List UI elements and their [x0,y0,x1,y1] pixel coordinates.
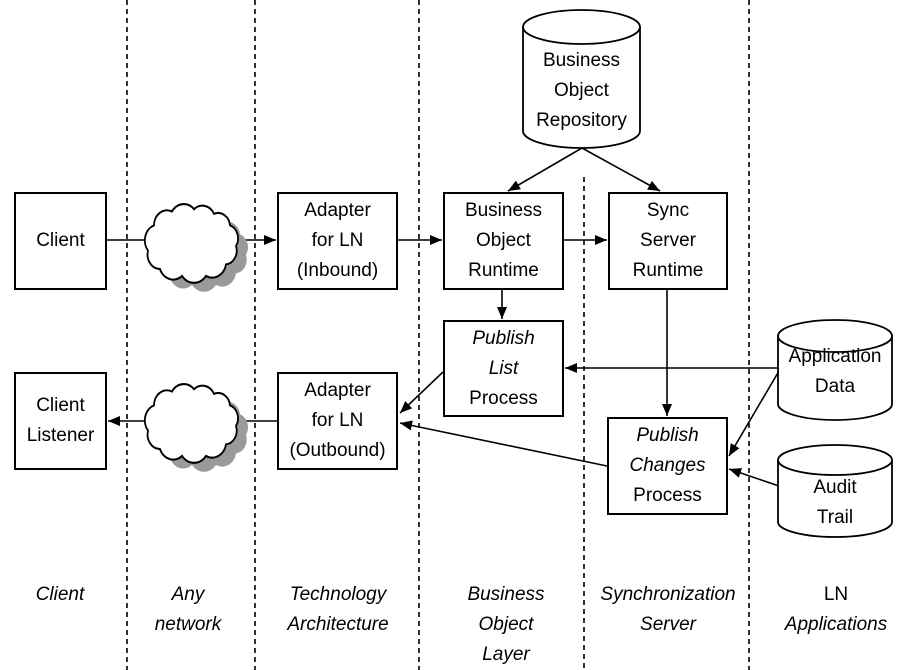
network-cloud-icon [143,383,240,464]
label-line: Changes [629,455,706,476]
label-line: Sync [646,200,690,221]
adapter-outbound-box: Adapter for LN (Outbound) [277,372,398,470]
label-line: Adapter [304,380,371,401]
arrow-publish-list-to-adapter-outbound [399,371,444,414]
arrow-repository-to-bo-runtime [507,147,583,192]
client-box: Client [14,192,107,290]
label-line: Listener [26,425,95,446]
cylinder-body [522,27,641,149]
cylinder-top [777,319,893,353]
network-cloud-icon [143,203,240,284]
label-line: Object [478,614,534,635]
label-line: List [488,357,519,379]
label-line: Business [467,584,545,605]
arrow-audit-trail-to-publish-changes [728,468,780,487]
cylinder-top [777,444,893,476]
label-line: Process [633,485,702,506]
label-line: Client [36,395,85,416]
application-data-label: Application Data [778,341,892,403]
audit-trail-label: Audit Trail [778,472,892,534]
lane-label-business-object-layer: Business Object Layer [426,580,586,670]
label-line: Server [640,614,696,635]
label-line: Application [788,346,882,367]
label-line: network [154,614,222,635]
label-line: Business [542,50,621,71]
arrow-publish-changes-to-adapter-outbound [399,420,608,467]
cylinder-body [777,336,893,421]
business-object-repository-label: Business Object Repository [523,45,640,137]
label-line: Trail [816,507,854,528]
label-line: Adapter [304,200,371,221]
label-line: Repository [536,110,627,131]
label-line: Any [171,584,205,605]
label-line: for LN [311,230,364,251]
label-line: Publish [472,327,535,349]
label-line: LN [823,584,849,605]
label-line: (Outbound) [289,440,386,461]
label-line: Synchronization [600,584,736,605]
label-line: Audit [813,477,857,498]
lane-label-technology-architecture: Technology Architecture [248,580,428,640]
label-line: Architecture [287,614,389,635]
arrow-application-data-to-publish-changes [728,370,780,457]
lane-label-synchronization-server: Synchronization Server [574,580,762,640]
cylinder-application-data [777,319,893,421]
label-line: Layer [482,644,530,665]
label-line: Applications [784,614,888,635]
sync-server-runtime-box: Sync Server Runtime [608,192,728,290]
publish-list-process-box: Publish List Process [443,320,564,417]
arrow-repository-to-sync-runtime [581,147,661,192]
label-line: Client [35,584,85,605]
label-line: Runtime [468,260,539,281]
label-line: Runtime [632,260,704,281]
client-listener-box: Client Listener [14,372,107,470]
lane-label-client: Client [10,580,110,610]
label-line: Technology [289,584,387,605]
cylinder-body [777,460,893,538]
label-line: Server [640,230,696,251]
cylinder-top [522,9,641,45]
label-line: for LN [311,410,364,431]
label-line: Client [36,230,85,251]
publish-changes-process-box: Publish Changes Process [607,417,728,515]
label-line: (Inbound) [296,260,379,281]
label-line: Business [464,200,543,221]
cylinder-business-object-repository [522,9,641,149]
label-line: Object [554,80,609,101]
business-object-runtime-box: Business Object Runtime [443,192,564,290]
label-line: Object [476,230,531,251]
adapter-inbound-box: Adapter for LN (Inbound) [277,192,398,290]
label-line: Data [814,376,856,397]
cylinder-audit-trail [777,444,893,538]
lane-label-ln-applications: LN Applications [756,580,898,640]
label-line: Process [469,387,538,409]
label-line: Publish [636,425,699,446]
lane-label-any-network: Any network [128,580,248,640]
